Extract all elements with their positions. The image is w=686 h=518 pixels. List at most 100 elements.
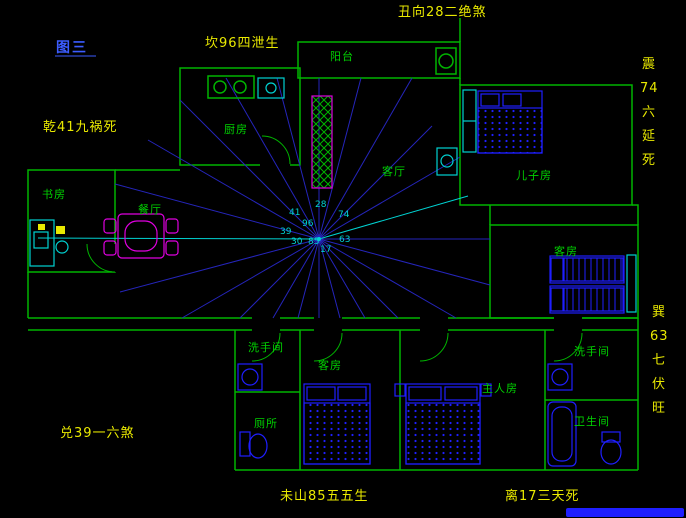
mattress [563, 287, 624, 312]
walls-group [27, 18, 639, 471]
pillow [306, 386, 336, 401]
dining-chair [103, 240, 117, 256]
room-label-wash-right: 洗手间 [574, 344, 610, 358]
study-desk [29, 219, 55, 267]
door-gap [252, 316, 280, 333]
center-number: 41 [289, 208, 300, 218]
annotation-right-bottom-char: 63 [650, 329, 669, 344]
nightstand [626, 254, 637, 313]
room-label-son-room: 儿子房 [516, 169, 552, 182]
center-number: 30 [291, 237, 303, 247]
washbasin-bowl [551, 368, 569, 386]
washing-machine [435, 47, 457, 75]
room-label-guest-lower: 客房 [318, 358, 342, 372]
annotation-right-top-char: 六 [642, 105, 656, 120]
mattress [477, 107, 543, 154]
annotation-left-upper: 乾41九祸死 [43, 120, 118, 135]
mattress [405, 402, 481, 465]
center-number: 17 [320, 245, 331, 255]
annotation-right-top-char: 死 [642, 153, 656, 168]
dining-table [117, 213, 165, 259]
pillow [408, 386, 442, 401]
compass-ray [181, 238, 320, 319]
annotation-right-bottom-char: 七 [652, 353, 666, 368]
annotation-top-left: 坎96四泄生 [205, 36, 280, 51]
door-gap [420, 316, 448, 333]
washbasin-left [237, 363, 263, 391]
toilet-bowl [600, 439, 622, 465]
door-arc-wash-right [553, 332, 583, 362]
mattress [563, 257, 624, 282]
door-arc-guest-lower [313, 332, 343, 362]
compass-ray [318, 195, 469, 240]
compass-ray [318, 238, 341, 319]
compass-rays-group [37, 77, 491, 319]
door-gap [260, 161, 290, 168]
wall-segment [632, 204, 639, 225]
center-number: 63 [339, 235, 350, 245]
door-gaps-group [112, 161, 582, 333]
desk-accessory [38, 224, 45, 230]
pillow [550, 287, 564, 312]
dining-table-top [124, 220, 158, 252]
bed-guest-right [549, 285, 625, 314]
computer-monitor [33, 231, 49, 249]
room-label-living: 客厅 [382, 164, 406, 178]
pillow [550, 257, 564, 282]
compass-ray [119, 238, 320, 293]
bathtub-inner [551, 406, 573, 462]
room-label-wash-left: 洗手间 [248, 340, 284, 354]
nightstand [394, 383, 406, 397]
toilet-tank [239, 431, 251, 457]
furniture-group [29, 47, 684, 517]
kitchen-sink [257, 77, 285, 99]
compass-ray [239, 238, 320, 319]
doors-group [86, 135, 583, 362]
compass-ray [318, 238, 457, 319]
compass-ray [272, 238, 320, 319]
center-number: 96 [302, 219, 314, 229]
annotation-right-top-char: 74 [640, 81, 659, 96]
room-label-study: 书房 [42, 188, 66, 201]
room-label-guest-right: 客房 [554, 244, 578, 258]
compass-ray [318, 238, 399, 319]
room-label-balcony: 阳台 [330, 49, 354, 63]
bathtub [547, 401, 577, 467]
dining-chair [103, 218, 117, 234]
center-number: 74 [338, 210, 350, 220]
compass-ray [147, 139, 320, 240]
door-gap [554, 316, 582, 333]
toilet-tank [601, 431, 621, 443]
washbasin-right [547, 363, 573, 391]
annotation-right-bottom-char: 伏 [652, 377, 666, 392]
annotation-left-lower: 兑39一六煞 [60, 426, 135, 441]
compass-ray [318, 125, 433, 240]
study-wall [27, 169, 116, 273]
annotation-right-top-char: 震 [642, 57, 656, 72]
compass-ray [318, 77, 413, 240]
plant-column [311, 95, 333, 189]
door-gap [112, 244, 118, 272]
kitchen-sink-basin [265, 82, 277, 94]
annotation-right-top-char: 延 [642, 129, 656, 144]
compass-ray [37, 237, 320, 240]
compass-ray [318, 238, 491, 286]
desk-lamp [56, 226, 65, 234]
pillow [502, 93, 522, 107]
door-arc-kitchen [261, 135, 291, 165]
annotation-right-bottom-char: 旺 [652, 401, 666, 416]
mattress [303, 402, 371, 465]
balcony-wall [297, 41, 461, 79]
door-gap [314, 316, 342, 333]
toilet-bowl [248, 433, 268, 459]
speaker [440, 154, 454, 168]
tv-cabinet [436, 147, 458, 176]
center-number: 39 [280, 227, 292, 237]
labels-group: 图三 丑向28二绝煞 坎96四泄生 乾41九祸死 兑39一六煞 未山85五五生 … [42, 4, 669, 504]
annotation-bottom-right: 离17三天死 [505, 488, 580, 504]
compass-ray [114, 183, 320, 240]
room-label-dining: 餐厅 [138, 202, 162, 216]
center-number: 28 [315, 200, 327, 210]
